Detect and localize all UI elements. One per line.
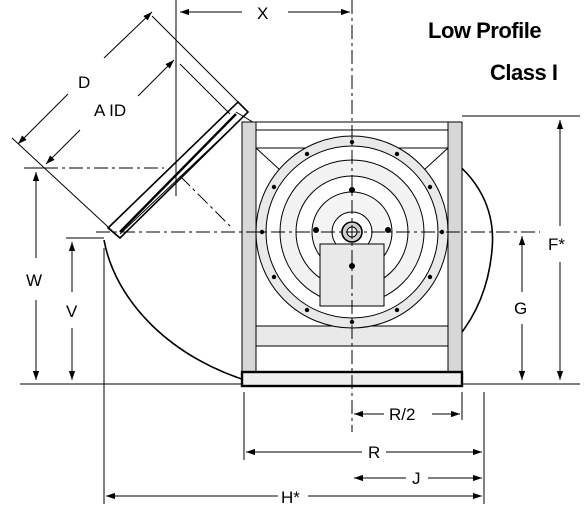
extension-lines	[11, 0, 580, 504]
label-r-half: R/2	[389, 405, 415, 424]
label-h: H*	[281, 488, 300, 507]
dimension-d: D	[17, 11, 153, 145]
label-x: X	[257, 4, 268, 23]
dimension-w: W	[26, 172, 42, 380]
label-f: F*	[548, 235, 565, 254]
label-v: V	[66, 302, 78, 321]
title-line-1: Low Profile	[428, 18, 541, 43]
dimension-r: R	[246, 443, 482, 462]
dimension-g: G	[514, 236, 527, 380]
label-j: J	[412, 469, 421, 488]
dimension-f: F*	[548, 120, 565, 380]
dimension-a-id: A ID	[45, 59, 175, 165]
bolt-holes	[259, 139, 445, 325]
label-g: G	[514, 299, 527, 318]
label-d: D	[78, 73, 90, 92]
dimension-j: J	[354, 469, 482, 488]
label-r: R	[368, 443, 380, 462]
dimension-x: X	[180, 4, 350, 23]
dimension-v: V	[66, 242, 78, 380]
dimension-h: H*	[106, 488, 482, 507]
label-w: W	[26, 271, 42, 290]
title-line-2: Class I	[490, 60, 557, 85]
dimension-r-half: R/2	[354, 405, 460, 424]
center-lines	[44, 0, 540, 432]
label-a-id: A ID	[94, 101, 126, 120]
discharge-outlet	[106, 100, 257, 240]
